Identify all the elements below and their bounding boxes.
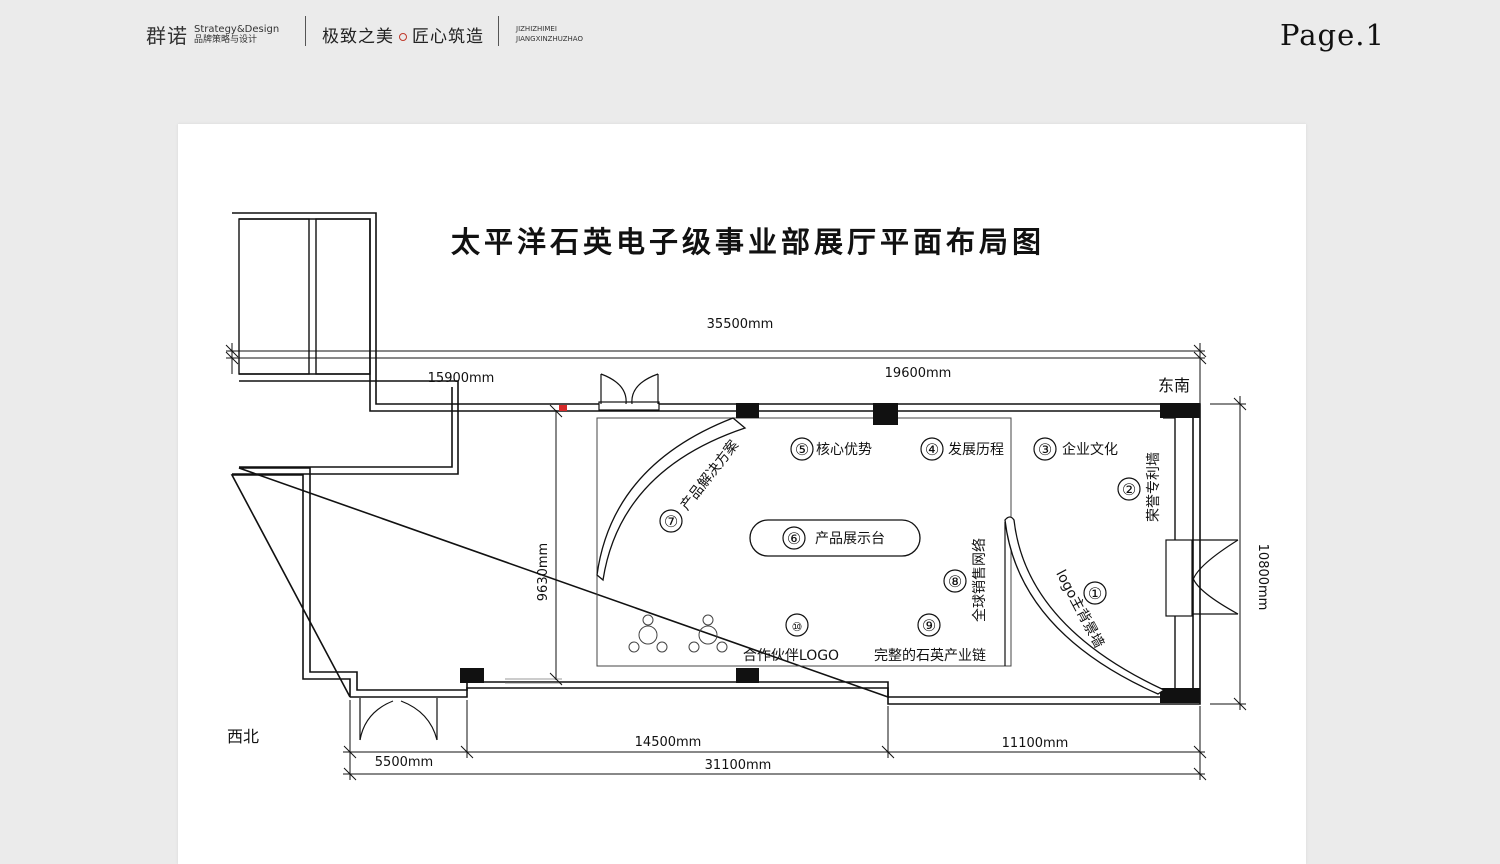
chair-icon: [642, 614, 654, 626]
dim-bottom-right: 11100mm: [1002, 736, 1069, 751]
dim-top-total: 35500mm: [707, 317, 774, 332]
dim-bottom-left: 5500mm: [375, 755, 433, 770]
chair-icon: [688, 641, 700, 653]
slogan-dot-icon: [399, 32, 407, 41]
header-divider: [498, 16, 499, 46]
direction-northwest: 西北: [227, 727, 259, 746]
floor-plan-diagram: 太平洋石英电子级事业部展厅平面布局图: [225, 212, 1270, 781]
dim-top-left: 15900mm: [428, 371, 495, 386]
zone-number-circle: [782, 526, 806, 550]
zone-number: ④: [925, 440, 939, 459]
curved-wall-solutions: [596, 417, 747, 582]
zone-number-circle: [790, 437, 814, 461]
pillar: [873, 403, 898, 425]
pillar: [1160, 688, 1200, 703]
dim-inner-height: 9630mm: [536, 543, 551, 601]
zone-label: 合作伙伴LOGO: [743, 648, 839, 664]
page-number: Page.1: [1280, 18, 1385, 52]
pillar: [460, 668, 484, 683]
pillar: [736, 668, 759, 683]
direction-southeast: 东南: [1158, 376, 1190, 395]
zone-6: ⑥ 产品展示台: [782, 526, 885, 550]
dim-bottom-mid: 14500mm: [635, 735, 702, 750]
zone-3: ③ 企业文化: [1033, 437, 1118, 461]
table-icon: [698, 625, 718, 645]
chair-icon: [702, 614, 714, 626]
header-divider: [305, 16, 306, 46]
pinyin-line-1: JIZHIZHIMEI: [516, 25, 557, 33]
slogan-right: 匠心筑造: [412, 27, 484, 47]
chair-icon: [656, 641, 668, 653]
zone-number-circle: [920, 437, 944, 461]
brand-name: 群诺: [146, 24, 188, 48]
zone-number: ②: [1122, 480, 1136, 499]
chair-icon: [716, 641, 728, 653]
door-east: [1165, 539, 1239, 617]
zone-9: ⑨ 完整的石英产业链: [874, 613, 986, 664]
zone-number-circle: [917, 613, 941, 637]
window-bottom: [505, 678, 562, 684]
zone-label: 全球销售网络: [971, 538, 988, 622]
zone-label: 企业文化: [1062, 441, 1118, 458]
plan-title: 太平洋石英电子级事业部展厅平面布局图: [451, 225, 1045, 259]
brand-english: Strategy&Design: [194, 23, 280, 35]
zone-number-circle: [943, 569, 967, 593]
slogan: 极致之美匠心筑造: [322, 22, 484, 47]
pillar: [1160, 403, 1200, 418]
zone-label: 核心优势: [816, 442, 872, 458]
page-header: 群诺 Strategy&Design 品牌策略与设计 极致之美匠心筑造 JIZH…: [0, 0, 1500, 80]
zone-number: ⑤: [795, 440, 809, 459]
zone-number: ⑩: [792, 620, 803, 634]
zone-4: ④ 发展历程: [920, 437, 1004, 461]
brand-tagline: 品牌策略与设计: [194, 34, 258, 45]
zone-number-circle: [1117, 477, 1141, 501]
zone-number-circle: [1083, 581, 1107, 605]
brand-subtitle: Strategy&Design 品牌策略与设计: [194, 24, 279, 46]
zone-number-circle: [785, 613, 809, 637]
pillar: [736, 403, 759, 418]
storage-cabinets: [238, 218, 371, 375]
zone-number: ⑨: [922, 616, 936, 635]
zone-number: ⑧: [948, 572, 962, 591]
floor-plan-sheet: 太平洋石英电子级事业部展厅平面布局图: [178, 124, 1306, 864]
zone-number-circle: [659, 509, 683, 533]
curved-wall-logo: [1004, 516, 1166, 695]
pinyin-line-2: JIANGXINZHUZHAO: [516, 35, 583, 43]
zone-number: ①: [1088, 584, 1102, 603]
zone-number: ⑥: [787, 529, 801, 548]
zone-5: ⑤ 核心优势: [790, 437, 872, 461]
zone-label: 发展历程: [948, 442, 1004, 458]
slogan-pinyin: JIZHIZHIMEI JIANGXINZHUZHAO: [516, 24, 583, 44]
zone-10: ⑩ 合作伙伴LOGO: [743, 613, 839, 664]
door-top: [598, 373, 660, 411]
zone-2: ② 荣誉专利墙: [1117, 452, 1162, 522]
zone-8: ⑧ 全球销售网络: [943, 538, 988, 622]
zone-number: ③: [1038, 440, 1052, 459]
dimension-lines: [225, 343, 1247, 781]
table-icon: [638, 625, 658, 645]
dim-top-right: 19600mm: [885, 366, 952, 381]
pillars: [460, 403, 1200, 703]
zone-number-circle: [1033, 437, 1057, 461]
zone-number: ⑦: [664, 512, 678, 531]
dim-bottom-total: 31100mm: [705, 758, 772, 773]
marker-red: [559, 405, 567, 411]
dim-right-height: 10800mm: [1255, 544, 1270, 611]
zone-label: 产品展示台: [815, 531, 885, 547]
product-display-table: [749, 519, 921, 557]
brand-logo: 群诺 Strategy&Design 品牌策略与设计: [146, 20, 279, 49]
zone-label: 完整的石英产业链: [874, 647, 986, 664]
chair-icon: [628, 641, 640, 653]
door-bottom: [359, 698, 438, 741]
slogan-left: 极致之美: [322, 27, 394, 47]
zone-label: 荣誉专利墙: [1146, 452, 1162, 522]
seating-group: [628, 614, 728, 653]
